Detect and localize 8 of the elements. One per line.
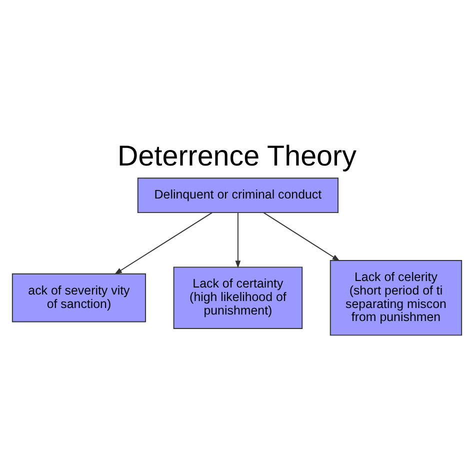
node-box: Delinquent or criminal conduct: [137, 178, 339, 214]
node-box: Lack of celerity (short period of ti separating miscon from punishmen: [330, 260, 462, 336]
arrow: [235, 212, 241, 268]
node-box: ack of severity vity of sanction): [12, 273, 146, 322]
node-box: Lack of certainty (high likelihood of punishment): [173, 266, 303, 329]
arrow: [114, 212, 213, 274]
diagram-title: Deterrence Theory: [118, 140, 356, 173]
arrow: [263, 212, 340, 262]
